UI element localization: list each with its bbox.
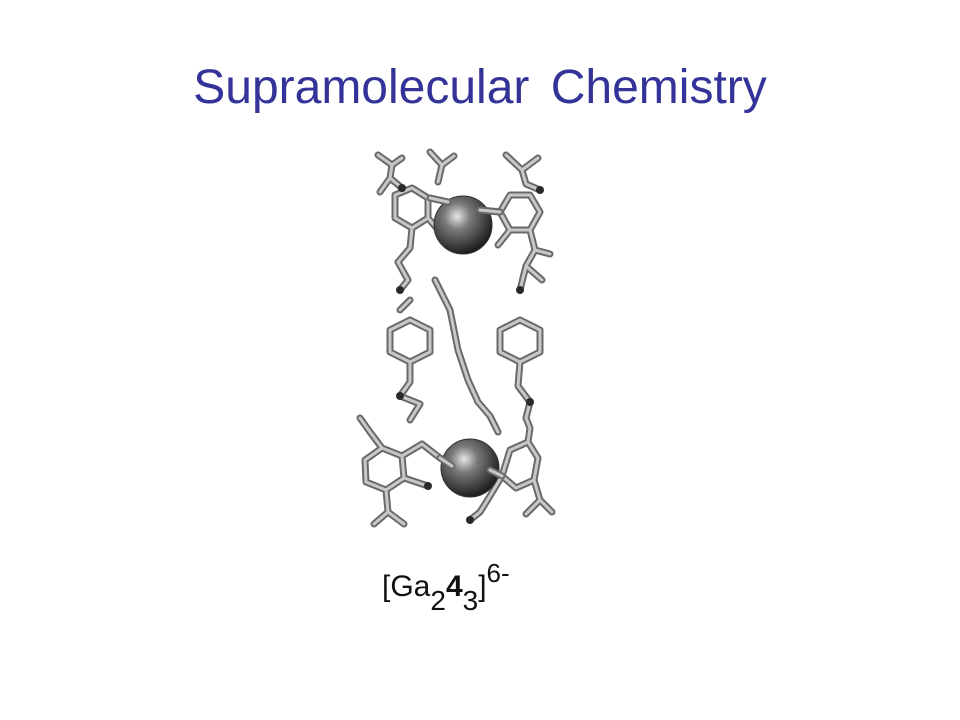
formula-ligand-number: 4	[445, 570, 463, 603]
gallium-atom-top	[433, 195, 493, 255]
complex-formula-caption: [Ga243]6-	[382, 558, 602, 640]
front-bonds	[426, 194, 506, 480]
gallium-atom-bottom	[440, 438, 500, 498]
formula-open: [Ga	[382, 570, 431, 603]
oxygen-atoms	[396, 184, 544, 524]
formula-subscript-2: 2	[430, 585, 446, 616]
molecular-structure-figure	[356, 148, 556, 528]
formula-subscript-3: 3	[462, 585, 479, 616]
formula-close: ]	[478, 570, 487, 603]
slide-title: Supramolecular Chemistry	[193, 61, 767, 114]
formula-charge: 6-	[486, 558, 510, 588]
